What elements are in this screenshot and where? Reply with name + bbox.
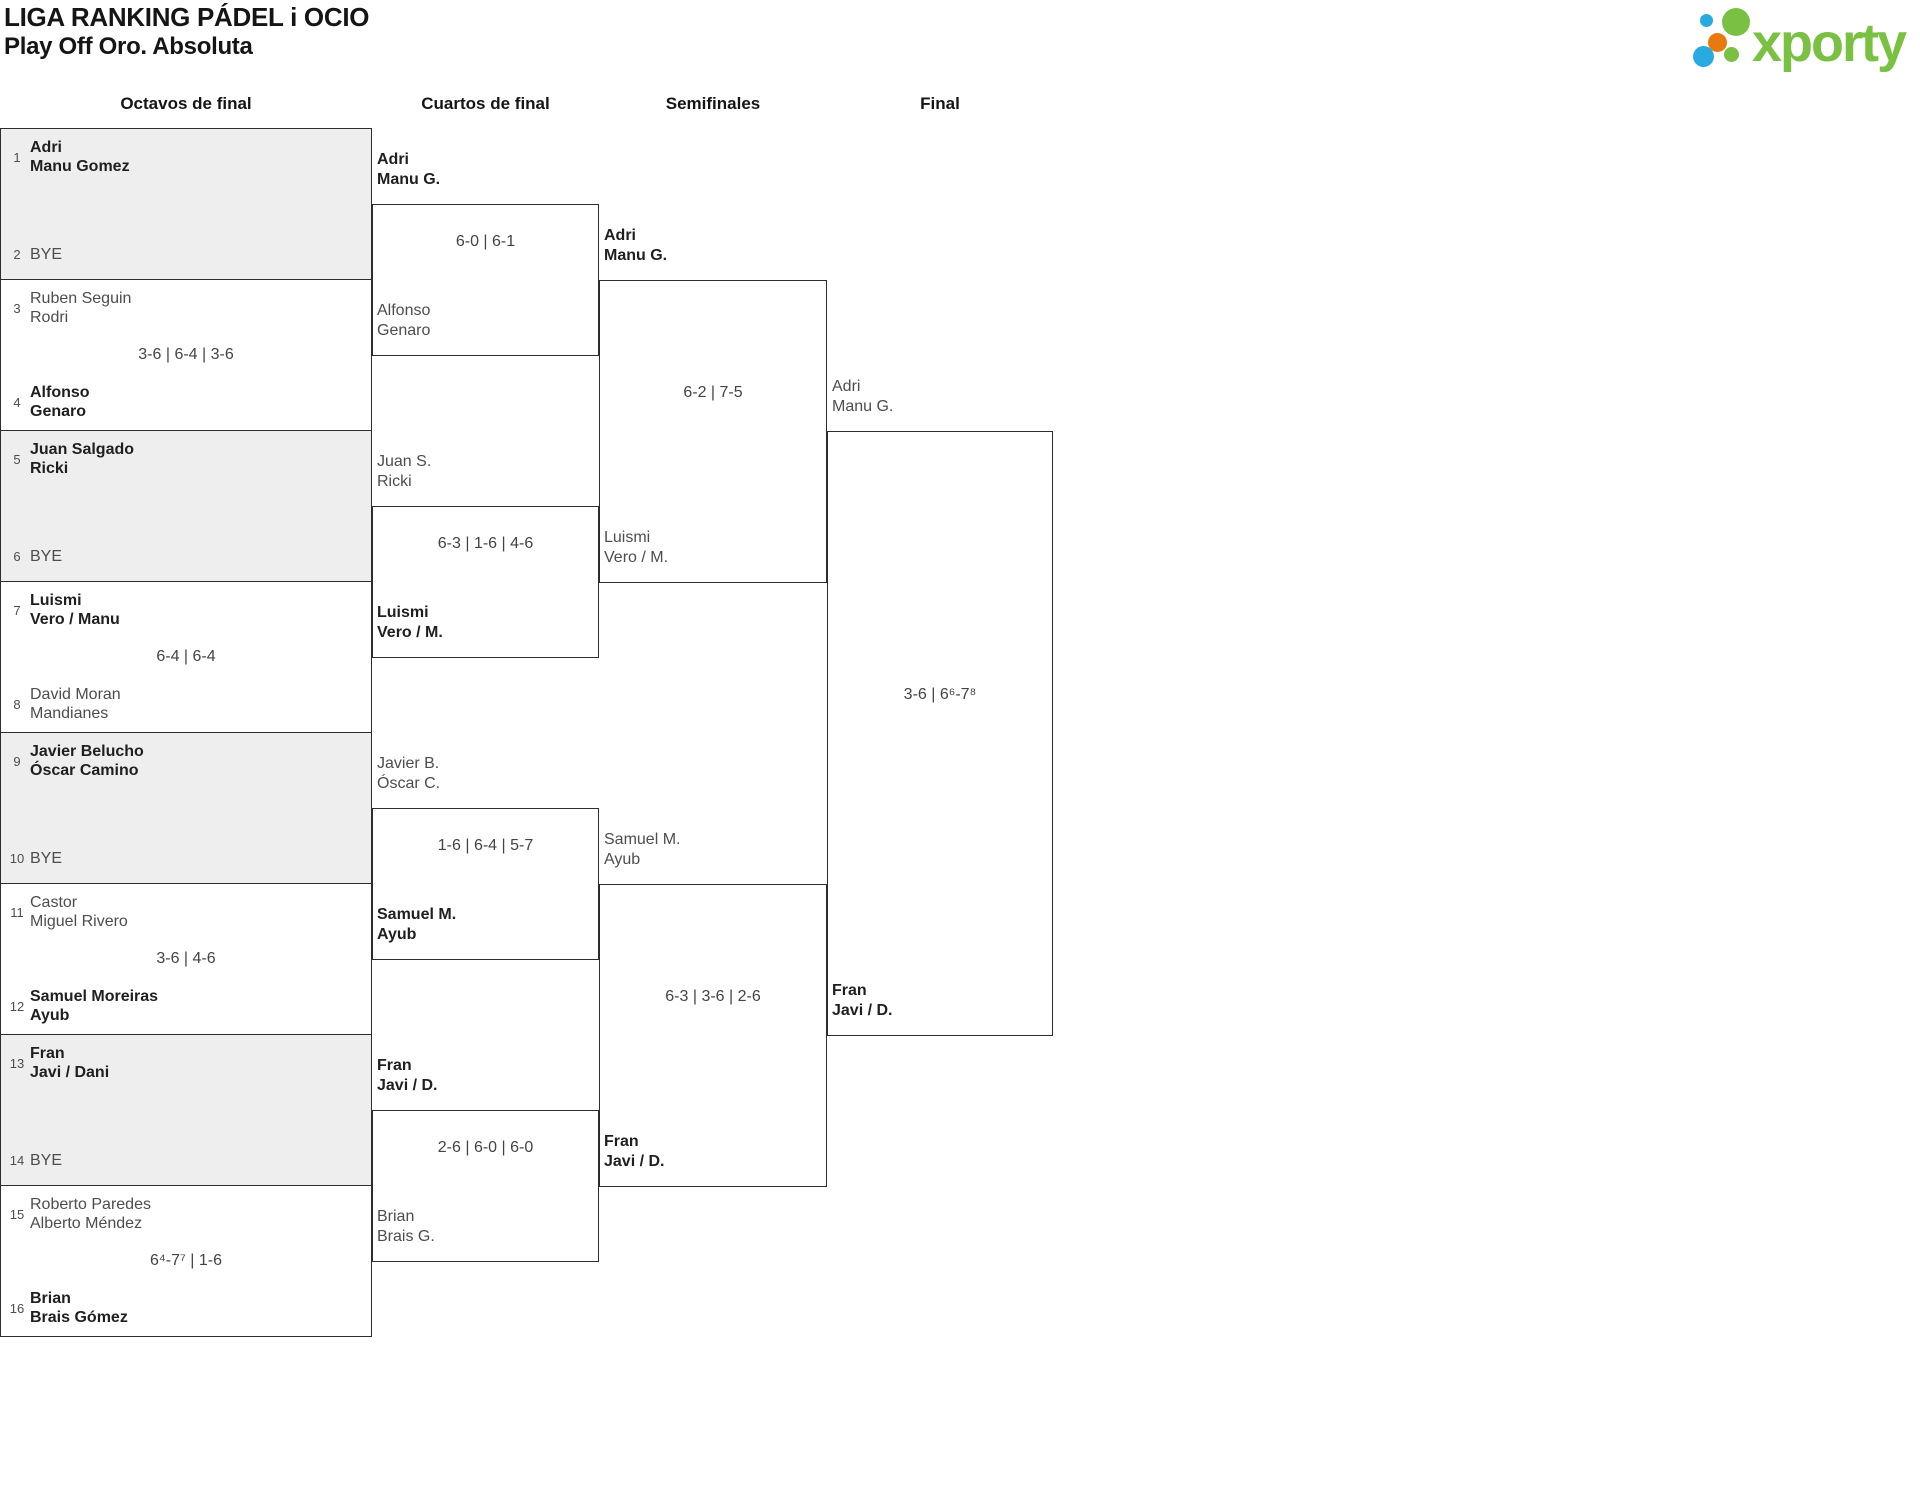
logo-dot-green-small bbox=[1724, 47, 1739, 62]
final-match bbox=[827, 431, 1053, 1036]
logo-dot-orange bbox=[1708, 33, 1727, 52]
team-slot-bottom: 6 BYE bbox=[8, 547, 365, 566]
match-score: 3-6 | 6-4 | 3-6 bbox=[138, 346, 234, 363]
qf3-top-entrant: Javier B.Óscar C. bbox=[377, 755, 441, 792]
seed-number: 11 bbox=[10, 904, 24, 920]
page-subtitle: Play Off Oro. Absoluta bbox=[4, 33, 253, 60]
qf2-top-entrant: Juan S.Ricki bbox=[377, 453, 432, 490]
qf4-score: 2-6 | 6-0 | 6-0 bbox=[437, 1139, 534, 1156]
sf-match-1 bbox=[599, 280, 827, 583]
seed-number: 3 bbox=[13, 300, 21, 316]
seed-number: 16 bbox=[9, 1300, 25, 1316]
xporty-logo[interactable]: xporty bbox=[1690, 2, 1916, 82]
seed-number: 4 bbox=[13, 394, 21, 410]
sf1-score: 6-2 | 7-5 bbox=[683, 384, 743, 401]
team-slot-bottom: 10 BYE bbox=[9, 850, 63, 867]
seed-number: 1 bbox=[13, 149, 21, 165]
seed-number: 7 bbox=[13, 602, 21, 618]
seed-number: 15 bbox=[9, 1206, 25, 1222]
seed-number: 14 bbox=[9, 1153, 25, 1168]
round-header-final: Final bbox=[920, 94, 960, 113]
qf1-score: 6-0 | 6-1 bbox=[455, 233, 516, 250]
sf-match-2 bbox=[599, 884, 827, 1187]
qf3-bottom-entrant: Samuel M.Ayub bbox=[377, 906, 457, 943]
round-header-cuartos: Cuartos de final bbox=[421, 94, 550, 113]
seed-number: 12 bbox=[9, 998, 25, 1014]
logo-dot-green-large bbox=[1722, 8, 1750, 36]
match-score: 6-4 | 6-4 bbox=[156, 648, 216, 665]
logo-dot-blue-large bbox=[1693, 46, 1714, 67]
seed-number: 10 bbox=[9, 851, 25, 866]
seed-number: 6 bbox=[13, 549, 21, 564]
sf2-top-entrant: Samuel M.Ayub bbox=[604, 831, 681, 868]
page-title: LIGA RANKING PÁDEL i OCIO bbox=[4, 2, 370, 32]
logo-brand-text: xporty bbox=[1752, 13, 1907, 73]
qf-match-4 bbox=[372, 1110, 599, 1262]
round-header-octavos: Octavos de final bbox=[120, 94, 252, 113]
qf2-score: 6-3 | 1-6 | 4-6 bbox=[437, 535, 534, 552]
match-score: 6⁴-7⁷ | 1-6 bbox=[150, 1252, 222, 1269]
round-header-semifinales: Semifinales bbox=[665, 94, 761, 113]
seed-number: 9 bbox=[13, 753, 21, 769]
qf-match-2 bbox=[372, 506, 599, 658]
team-slot-bottom: 14 BYE bbox=[9, 1152, 63, 1169]
team-slot-bottom: 2 BYE bbox=[8, 245, 365, 264]
seed-number: 5 bbox=[13, 451, 21, 467]
seed-number: 8 bbox=[13, 696, 21, 712]
logo-dot-blue-small bbox=[1700, 14, 1713, 27]
qf3-score: 1-6 | 6-4 | 5-7 bbox=[437, 837, 534, 854]
qf-match-3 bbox=[372, 808, 599, 960]
final-score: 3-6 | 6⁶-7⁸ bbox=[903, 686, 977, 703]
seed-number: 2 bbox=[13, 247, 21, 262]
sf2-score: 6-3 | 3-6 | 2-6 bbox=[665, 988, 761, 1005]
seed-number: 13 bbox=[9, 1055, 25, 1071]
qf-match-1 bbox=[372, 204, 599, 356]
match-score: 3-6 | 4-6 bbox=[156, 950, 216, 967]
